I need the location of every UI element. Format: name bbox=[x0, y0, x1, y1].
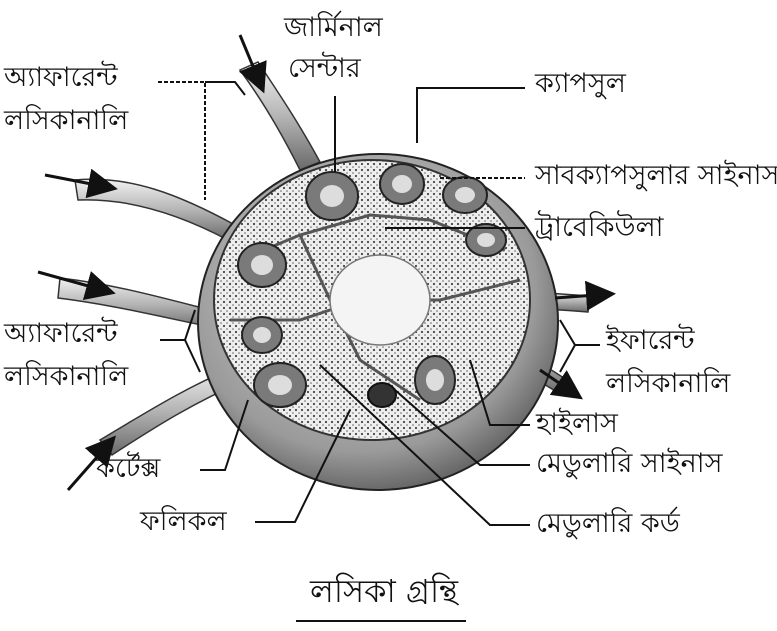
afferent-bottom-line2: লসিকানালি bbox=[4, 361, 128, 392]
follicle bbox=[415, 356, 455, 404]
subcapsular-sinus-label: সাবক্যাপসুলার সাইনাস bbox=[535, 160, 777, 191]
follicle-label: ফলিকল bbox=[140, 506, 227, 537]
germinal-center-line2: সেন্টার bbox=[288, 53, 383, 84]
afferent-bottom-line1: অ্যাফারেন্ট bbox=[4, 318, 128, 349]
germinal-center-label: জার্মিনাল সেন্টার bbox=[284, 12, 383, 84]
hilus-label: হাইলাস bbox=[536, 408, 618, 439]
follicle bbox=[242, 317, 282, 353]
afferent-top-label: অ্যাফারেন্ট লসিকানালি bbox=[4, 62, 128, 136]
efferent-label: ইফারেন্ট লসিকানালি bbox=[606, 325, 730, 399]
afferent-top-line1: অ্যাফারেন্ট bbox=[4, 62, 128, 93]
leader-line bbox=[417, 88, 525, 143]
medullary-cord-label: মেডুলারি কর্ড bbox=[536, 508, 680, 539]
efferent-line2: লসিকানালি bbox=[606, 368, 730, 399]
medullary-sinus-label: মেডুলারি সাইনাস bbox=[536, 448, 722, 479]
efferent-line1: ইফারেন্ট bbox=[606, 325, 730, 356]
leader-line bbox=[560, 320, 600, 345]
trabecula-label: ট্রাবেকিউলা bbox=[535, 212, 663, 243]
cortex-label: কর্টেক্স bbox=[96, 453, 160, 484]
leader-line bbox=[158, 82, 205, 200]
leader-line bbox=[205, 82, 245, 95]
leader-line bbox=[185, 340, 200, 372]
diagram-caption: লসিকা গ্রন্থি bbox=[310, 566, 458, 620]
follicle bbox=[306, 172, 358, 220]
afferent-bottom-label: অ্যাফারেন্ট লসিকানালি bbox=[4, 318, 128, 392]
follicle bbox=[380, 164, 424, 204]
follicle bbox=[443, 177, 487, 213]
caption-underline bbox=[296, 620, 466, 622]
afferent-top-line2: লসিকানালি bbox=[4, 105, 128, 136]
follicle bbox=[368, 383, 396, 407]
leader-line bbox=[560, 345, 575, 372]
follicle bbox=[238, 243, 286, 287]
follicle bbox=[254, 363, 306, 407]
capsule-label: ক্যাপসুল bbox=[535, 68, 626, 99]
germinal-center-line1: জার্মিনাল bbox=[284, 12, 383, 43]
